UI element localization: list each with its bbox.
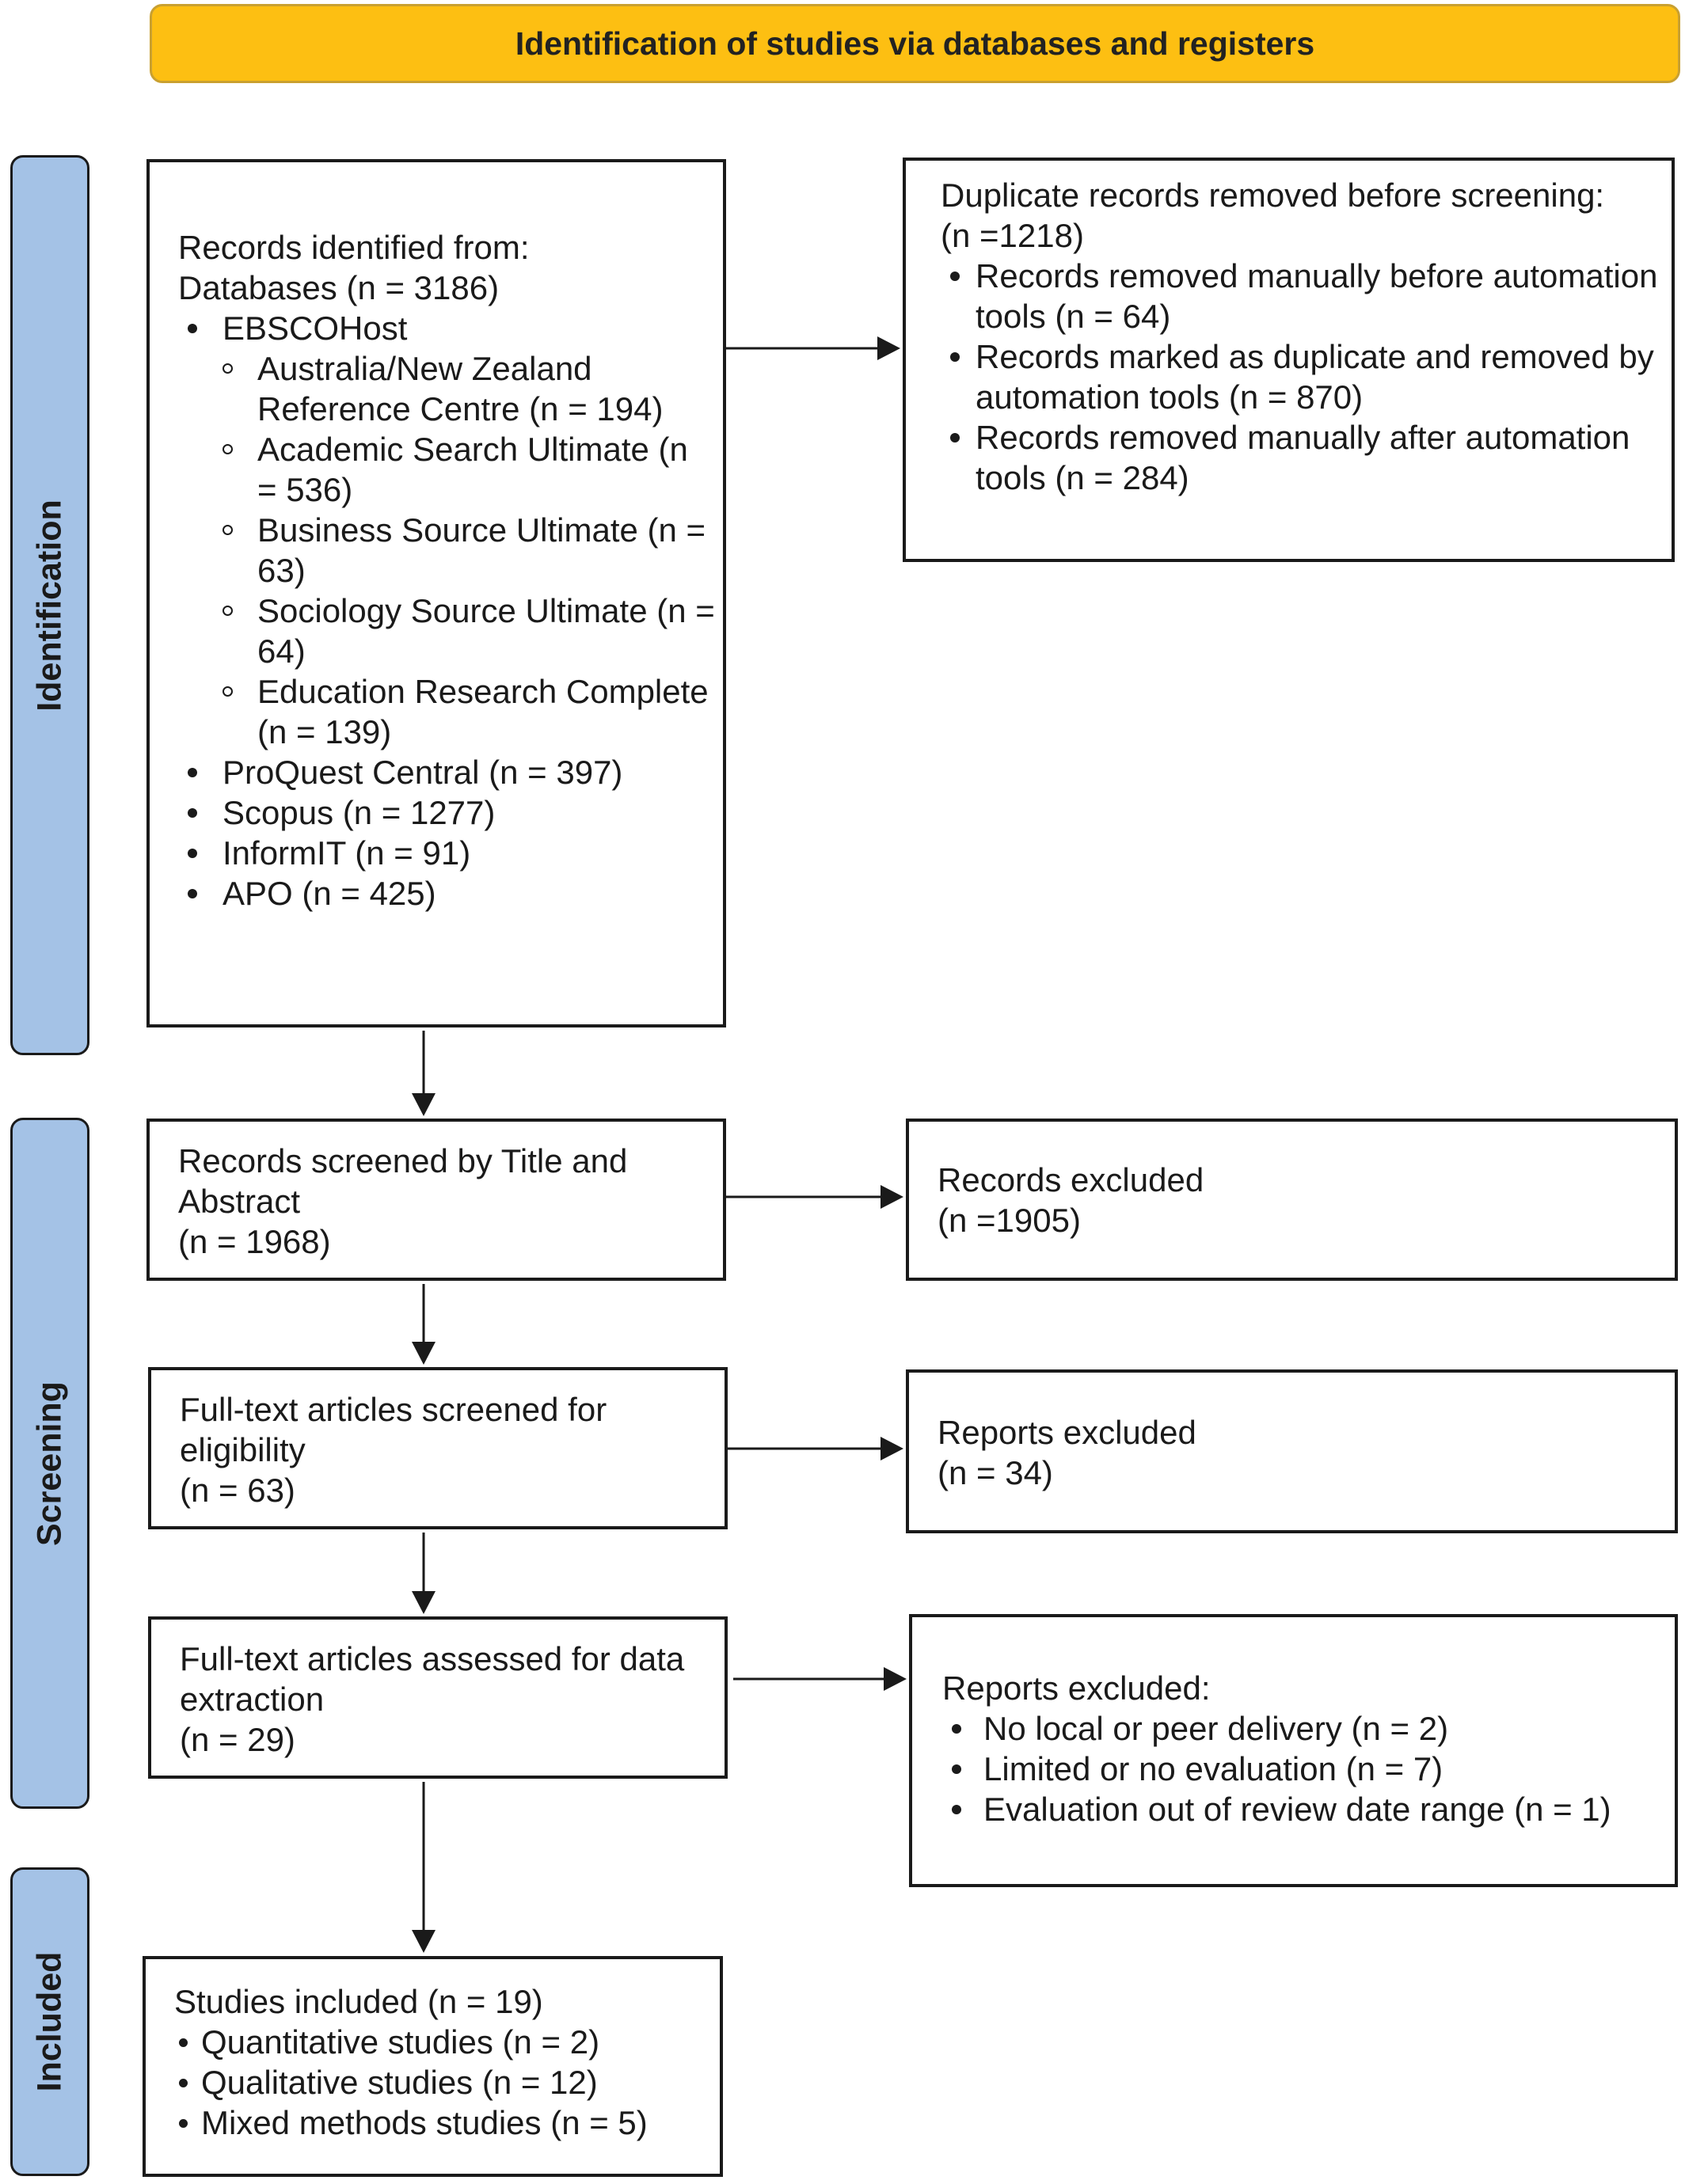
reports-excluded-reasons-box: Reports excluded: No local or peer deliv… — [909, 1614, 1678, 1887]
database-item: InformIT (n = 91) — [178, 833, 715, 873]
duplicates-item: Records marked as duplicate and removed … — [941, 336, 1664, 417]
duplicates-removed-box: Duplicate records removed before screeni… — [903, 158, 1675, 562]
arrowhead-right-icon — [881, 1185, 903, 1209]
exclusion-reason: No local or peer delivery (n = 2) — [942, 1708, 1667, 1749]
duplicates-heading: Duplicate records removed before screeni… — [941, 177, 1605, 214]
database-ebscohost: EBSCOHost — [178, 308, 715, 348]
records-identified-heading: Records identified from: — [178, 229, 530, 266]
arrowhead-down-icon — [412, 1591, 436, 1614]
duplicates-list: Records removed manually before automati… — [941, 256, 1664, 498]
records-excluded-label: Records excluded — [938, 1161, 1204, 1198]
exclusion-reason: Evaluation out of review date range (n =… — [942, 1789, 1667, 1829]
ebsco-subdatabase: Academic Search Ultimate (n = 536) — [178, 429, 715, 510]
records-screened-label: Records screened by Title and Abstract — [178, 1142, 628, 1220]
duplicates-item: Records removed manually after automatio… — [941, 417, 1664, 498]
arrowhead-right-icon — [884, 1667, 907, 1691]
records-screened-count: (n = 1968) — [178, 1223, 331, 1260]
fulltext-screened-box: Full-text articles screened for eligibil… — [148, 1367, 728, 1529]
study-type: Qualitative studies (n = 12) — [174, 2062, 712, 2102]
study-type: Mixed methods studies (n = 5) — [174, 2102, 712, 2143]
fulltext-screened-label: Full-text articles screened for eligibil… — [180, 1391, 607, 1468]
reports-excluded-label: Reports excluded — [938, 1414, 1196, 1451]
arrowhead-down-icon — [412, 1342, 436, 1365]
study-types-list: Quantitative studies (n = 2) Qualitative… — [174, 2022, 712, 2143]
ebsco-subdatabase: Education Research Complete (n = 139) — [178, 671, 715, 752]
study-type: Quantitative studies (n = 2) — [174, 2022, 712, 2062]
phase-screening: Screening — [10, 1118, 89, 1809]
fulltext-assessed-label: Full-text articles assessed for data ext… — [180, 1640, 685, 1718]
phase-identification: Identification — [10, 155, 89, 1055]
phase-identification-label: Identification — [30, 499, 69, 712]
arrowhead-down-icon — [412, 1093, 436, 1116]
database-item: Scopus (n = 1277) — [178, 792, 715, 833]
arrowhead-right-icon — [881, 1437, 903, 1460]
reports-excluded-box: Reports excluded (n = 34) — [906, 1369, 1678, 1533]
records-excluded-count: (n =1905) — [938, 1202, 1081, 1239]
ebsco-subdatabase: Australia/New Zealand Reference Centre (… — [178, 348, 715, 429]
database-list: EBSCOHost Australia/New Zealand Referenc… — [178, 308, 715, 913]
duplicates-count: (n =1218) — [941, 217, 1084, 254]
databases-count: Databases (n = 3186) — [178, 269, 500, 306]
records-screened-box: Records screened by Title and Abstract (… — [146, 1119, 726, 1281]
studies-included-label: Studies included (n = 19) — [174, 1983, 543, 2020]
phase-screening-label: Screening — [30, 1381, 69, 1546]
records-excluded-box: Records excluded (n =1905) — [906, 1119, 1678, 1281]
ebsco-subdatabase: Sociology Source Ultimate (n = 64) — [178, 591, 715, 671]
banner-identification-of-studies: Identification of studies via databases … — [150, 4, 1680, 83]
ebsco-subdatabase: Business Source Ultimate (n = 63) — [178, 510, 715, 591]
fulltext-assessed-box: Full-text articles assessed for data ext… — [148, 1616, 728, 1779]
arrowhead-right-icon — [877, 336, 900, 360]
database-item: APO (n = 425) — [178, 873, 715, 913]
reports-excluded-count: (n = 34) — [938, 1454, 1053, 1491]
exclusion-reasons-list: No local or peer delivery (n = 2) Limite… — [942, 1708, 1667, 1829]
studies-included-box: Studies included (n = 19) Quantitative s… — [143, 1956, 723, 2177]
exclusion-reason: Limited or no evaluation (n = 7) — [942, 1749, 1667, 1789]
duplicates-item: Records removed manually before automati… — [941, 256, 1664, 336]
fulltext-screened-count: (n = 63) — [180, 1472, 295, 1509]
database-item: ProQuest Central (n = 397) — [178, 752, 715, 792]
fulltext-assessed-count: (n = 29) — [180, 1721, 295, 1758]
phase-included-label: Included — [30, 1951, 69, 2092]
phase-included: Included — [10, 1867, 89, 2176]
records-identified-box: Records identified from: Databases (n = … — [146, 159, 726, 1027]
reports-excluded-reasons-label: Reports excluded: — [942, 1669, 1211, 1707]
arrowhead-down-icon — [412, 1930, 436, 1953]
